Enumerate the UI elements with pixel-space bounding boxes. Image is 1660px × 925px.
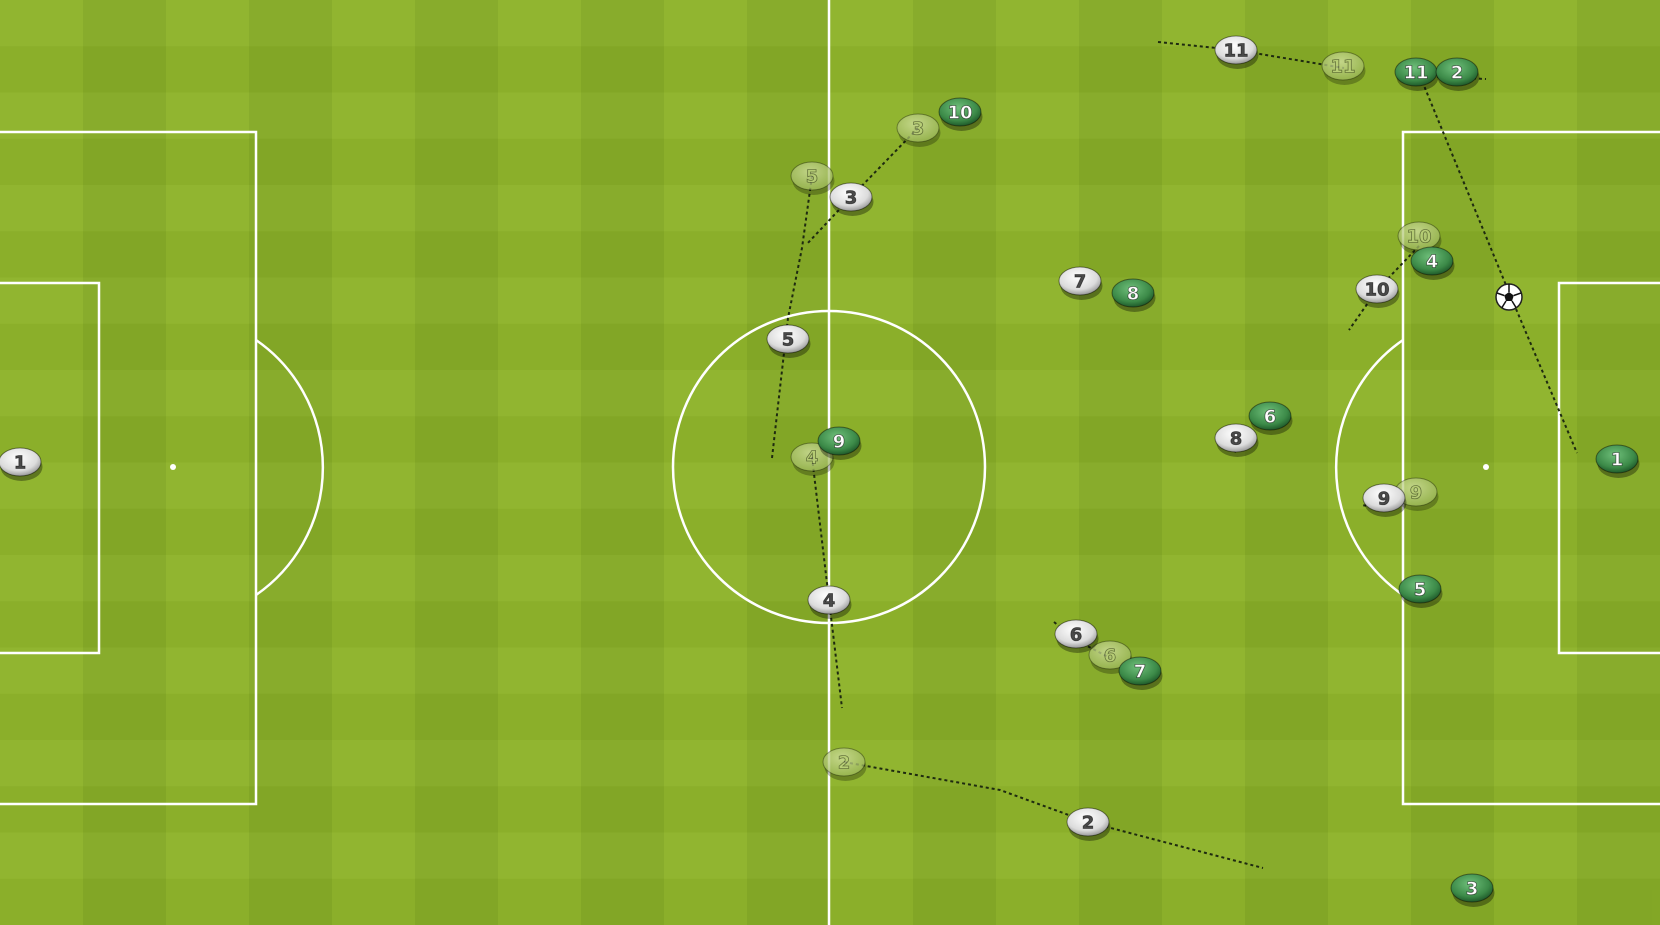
- grass-stripe: [996, 0, 1080, 925]
- player-number: 8: [1127, 284, 1140, 305]
- home-player-token[interactable]: 5: [766, 324, 811, 358]
- player-number: 2: [1082, 813, 1095, 834]
- ghost-position-marker: 2: [822, 747, 867, 781]
- player-number: 5: [782, 330, 795, 351]
- player-number: 7: [1074, 272, 1087, 293]
- home-player-token[interactable]: 11: [1214, 35, 1259, 69]
- ghost-position-marker: 10: [1397, 221, 1442, 255]
- away-player-token[interactable]: 1: [1595, 444, 1640, 478]
- away-player-token[interactable]: 5: [1398, 574, 1443, 608]
- right-penalty-arc: [1334, 338, 1404, 597]
- grass-stripe: [913, 0, 997, 925]
- player-number: 2: [1451, 63, 1464, 84]
- player-number: 11: [1223, 41, 1248, 62]
- player-number: 10: [947, 103, 972, 124]
- movement-path: [805, 127, 919, 246]
- grass-stripe: [83, 0, 167, 925]
- away-player-token[interactable]: 10: [938, 97, 983, 131]
- left-penalty-spot: [170, 464, 176, 470]
- left-penalty-area: [0, 130, 258, 806]
- away-player-token[interactable]: 11: [1394, 57, 1439, 91]
- player-number: 9: [833, 432, 846, 453]
- away-player-token[interactable]: 6: [1248, 401, 1293, 435]
- ghost-position-marker: 5: [790, 161, 835, 195]
- player-number: 8: [1230, 429, 1243, 450]
- player-number: 3: [845, 188, 858, 209]
- away-player-token[interactable]: 4: [1410, 246, 1455, 280]
- player-number: 11: [1403, 63, 1428, 84]
- player-number: 10: [1406, 227, 1431, 248]
- home-player-token[interactable]: 9: [1362, 483, 1407, 517]
- grass-stripe: [1162, 0, 1246, 925]
- player-number: 3: [1466, 879, 1479, 900]
- ghost-position-marker: 3: [896, 113, 941, 147]
- movement-path: [771, 175, 813, 459]
- player-number: 5: [806, 167, 819, 188]
- grass-stripe: [498, 0, 582, 925]
- player-number: 6: [1104, 646, 1117, 667]
- player-number: 10: [1364, 280, 1389, 301]
- grass-stripe: [1328, 0, 1412, 925]
- player-number: 9: [1378, 489, 1391, 510]
- ghost-position-marker: 4: [790, 442, 835, 476]
- player-number: 4: [1426, 252, 1439, 273]
- home-player-token[interactable]: 10: [1355, 274, 1400, 308]
- home-player-token[interactable]: 3: [829, 182, 874, 216]
- grass-stripe: [415, 0, 499, 925]
- home-player-token[interactable]: 2: [1066, 807, 1111, 841]
- home-player-token[interactable]: 4: [807, 585, 852, 619]
- center-circle: [671, 309, 987, 625]
- grass-stripe: [249, 0, 333, 925]
- grass-stripe: [166, 0, 250, 925]
- right-penalty-area: [1401, 130, 1660, 806]
- player-number: 11: [1330, 57, 1355, 78]
- away-player-token[interactable]: 8: [1111, 278, 1156, 312]
- ghost-position-marker: 9: [1394, 477, 1439, 511]
- left-goal-area: [0, 281, 101, 655]
- grass-stripe: [1245, 0, 1329, 925]
- home-player-token[interactable]: 1: [0, 447, 43, 481]
- ghost-position-marker: 11: [1321, 51, 1366, 85]
- movement-path: [843, 761, 1264, 869]
- grass-stripe: [1079, 0, 1163, 925]
- player-number: 2: [838, 753, 851, 774]
- player-number: 9: [1410, 483, 1423, 504]
- home-player-token[interactable]: 8: [1214, 423, 1259, 457]
- player-number: 1: [14, 453, 27, 474]
- grass-stripe: [664, 0, 748, 925]
- player-number: 3: [912, 119, 925, 140]
- home-player-token[interactable]: 6: [1054, 619, 1099, 653]
- left-penalty-arc: [255, 338, 325, 597]
- away-player-token[interactable]: 9: [817, 426, 862, 460]
- grass-stripe: [581, 0, 665, 925]
- away-player-token[interactable]: 7: [1118, 656, 1163, 690]
- player-number: 4: [806, 448, 819, 469]
- right-penalty-spot: [1483, 464, 1489, 470]
- player-number: 6: [1264, 407, 1277, 428]
- player-number: 5: [1414, 580, 1427, 601]
- player-number: 1: [1611, 450, 1624, 471]
- player-number: 4: [823, 591, 836, 612]
- away-player-token[interactable]: 3: [1450, 873, 1495, 907]
- grass-stripe: [1494, 0, 1578, 925]
- soccer-ball-icon[interactable]: [1495, 283, 1523, 311]
- movement-path: [1419, 75, 1578, 454]
- away-player-token[interactable]: 2: [1435, 57, 1480, 91]
- player-number: 6: [1070, 625, 1083, 646]
- right-goal-area: [1557, 281, 1660, 655]
- player-number: 7: [1134, 662, 1147, 683]
- home-player-token[interactable]: 7: [1058, 266, 1103, 300]
- grass-stripe: [332, 0, 416, 925]
